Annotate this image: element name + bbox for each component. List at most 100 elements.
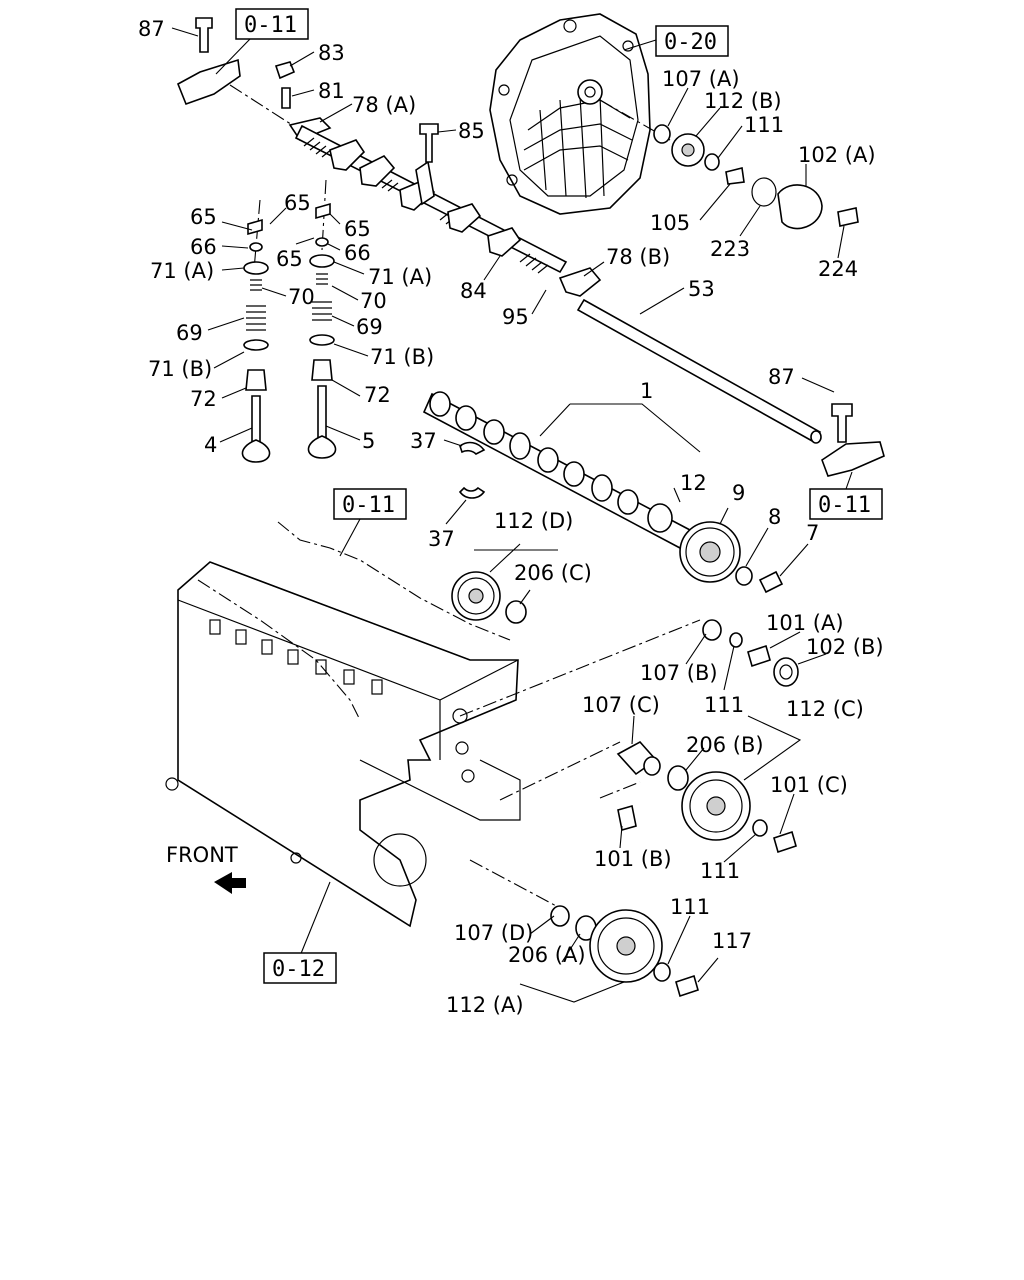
bolt-101c [773,830,797,854]
idler-gear-112d [451,571,501,621]
callout-65-c: 65 [344,217,371,241]
washer-111-d [653,962,671,982]
callout-105: 105 [650,211,690,235]
bushing-206c [505,600,527,624]
idler-gear-112b [671,133,705,167]
callout-8: 8 [768,505,781,529]
bolt-101a [747,644,771,668]
callout-37-top: 37 [410,429,437,453]
cam-bearing-upper [459,441,486,455]
reference-boxes: 0-11 0-20 0-11 0-11 0-12 [215,8,883,984]
washer-111-b [729,632,743,648]
callout-111-c: 111 [700,859,740,883]
callout-112d: 112 (D) [494,509,573,533]
callout-7: 7 [806,521,819,545]
callout-81: 81 [318,79,345,103]
callout-70-right: 70 [360,289,387,313]
callout-112b: 112 (B) [704,89,782,113]
washer-111-c [752,819,768,837]
rocker-bracket-left [176,58,241,106]
callout-87-top: 87 [138,17,165,41]
callout-65-d: 65 [276,247,303,271]
callout-206b: 206 (B) [686,733,764,757]
bushing-107a [653,124,671,144]
callout-111-d: 111 [670,895,710,919]
leader-lines [171,27,845,1003]
bushing-107d [550,905,570,927]
idler-shaft-107c [616,740,661,776]
cover-102a [777,184,823,230]
callout-71a-right: 71 (A) [368,265,432,289]
push-rod [576,298,822,444]
bolt-105 [725,167,745,185]
callout-72-right: 72 [364,383,391,407]
callout-101b: 101 (B) [594,847,672,871]
bolt-85 [419,123,439,163]
callout-101c: 101 (C) [770,773,848,797]
ref-box-0-12: 0-12 [272,957,325,982]
bolt-87-top [195,17,213,53]
callout-206c: 206 (C) [514,561,592,585]
callout-66-a: 66 [190,235,217,259]
callout-5: 5 [362,429,375,453]
callout-69-left: 69 [176,321,203,345]
washer-111-top [704,153,720,171]
callout-12: 12 [680,471,707,495]
cam-bearing-lower [458,486,486,499]
camshaft-gear [679,521,741,583]
flywheel-housing [489,13,651,215]
bushing-206b [667,765,689,791]
callout-71b-left: 71 (B) [148,357,212,381]
callout-87-right: 87 [768,365,795,389]
valve-train [241,179,337,463]
callout-71a-left: 71 (A) [150,259,214,283]
callout-71b-right: 71 (B) [370,345,434,369]
callout-37-bottom: 37 [428,527,455,551]
bolt-7 [758,570,784,594]
washer-8 [735,566,753,586]
callout-102b: 102 (B) [806,635,884,659]
callout-83: 83 [318,41,345,65]
callout-69-right: 69 [356,315,383,339]
bushing-107b [702,619,722,641]
callout-53: 53 [688,277,715,301]
callout-65-a: 65 [190,205,217,229]
callout-206a: 206 (A) [508,943,586,967]
callout-84: 84 [460,279,487,303]
screw-81 [281,87,291,109]
callout-107b: 107 (B) [640,661,718,685]
callout-85: 85 [458,119,485,143]
bolt-101b [617,804,637,832]
callout-78b: 78 (B) [606,245,670,269]
callout-95: 95 [502,305,529,329]
callout-111-top: 111 [744,113,784,137]
callout-223: 223 [710,237,750,261]
callout-107d: 107 (D) [454,921,533,945]
nut-83 [274,61,296,80]
camshaft [422,391,692,550]
callout-224: 224 [818,257,858,281]
bolt-87-right [831,403,853,443]
bolt-117 [675,974,699,998]
callout-1: 1 [640,379,653,403]
idler-gear-112c [681,771,751,841]
callout-102a: 102 (A) [798,143,876,167]
ref-box-0-11-right: 0-11 [818,493,871,518]
callout-117: 117 [712,929,752,953]
callout-72-left: 72 [190,387,217,411]
callout-66-b: 66 [344,241,371,265]
callout-112a: 112 (A) [446,993,524,1017]
callout-78a: 78 (A) [352,93,416,117]
callout-labels: 87 83 81 78 (A) 85 107 (A) 112 (B) 111 1… [138,17,884,1017]
callout-107c: 107 (C) [582,693,660,717]
rocker-shaft-assembly [229,84,602,297]
cover-102b [773,657,799,687]
callout-70-left: 70 [288,285,315,309]
rocker-bracket-right [821,441,885,477]
bolt-224 [837,207,859,227]
ref-box-0-20: 0-20 [664,30,717,55]
callout-111-b: 111 [704,693,744,717]
callout-65-b: 65 [284,191,311,215]
callout-4: 4 [204,433,217,457]
